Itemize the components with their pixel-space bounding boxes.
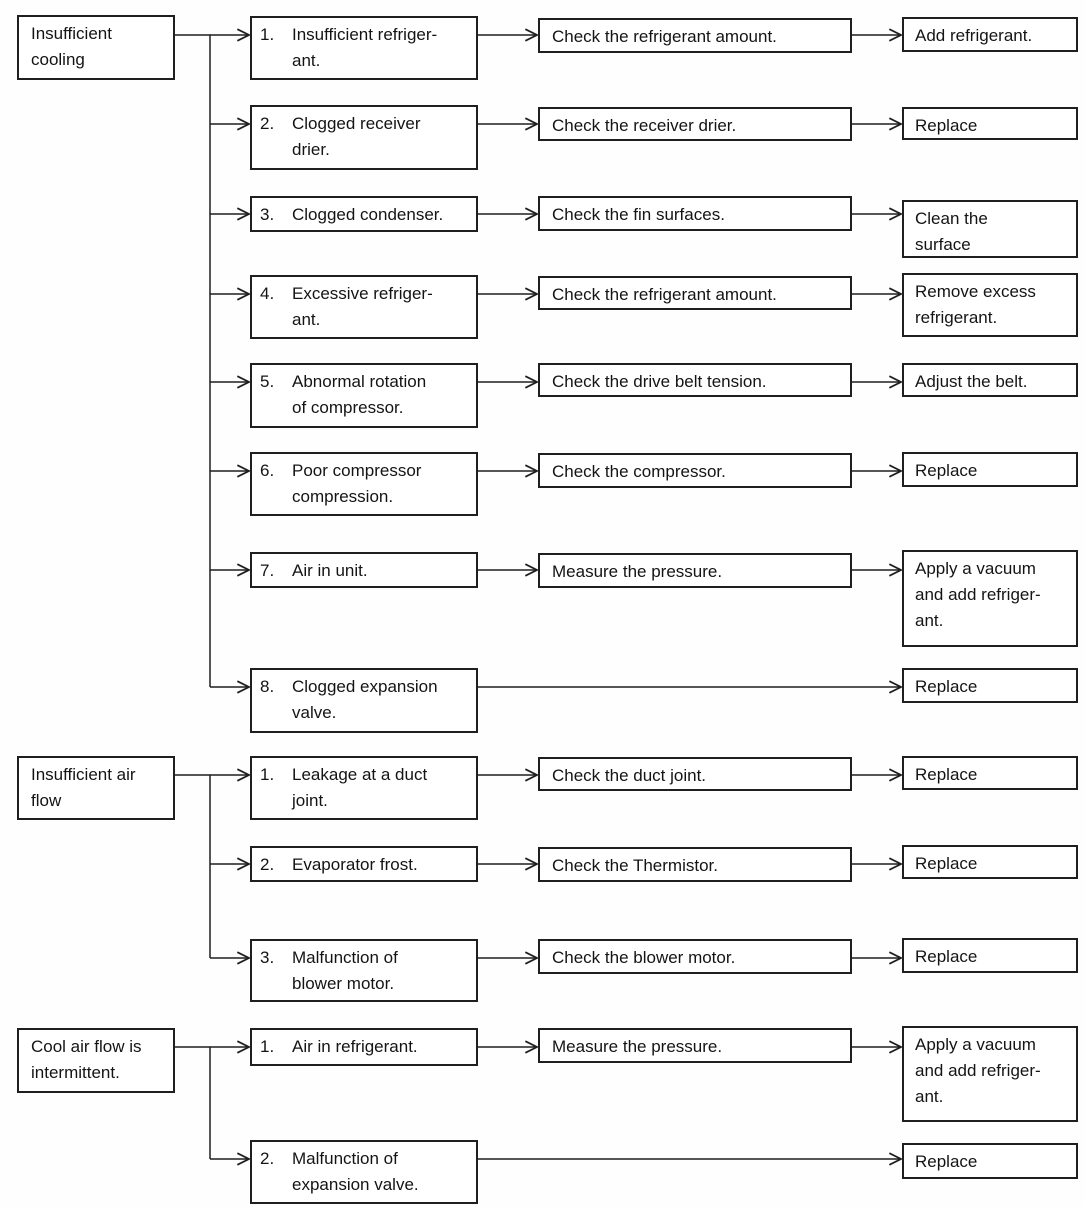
flow2-connector-group xyxy=(175,775,901,958)
cause-number: 6. xyxy=(260,461,275,480)
flow1-connector-group xyxy=(175,35,901,687)
cause-box-abnormal-rotation-compressor: 5. Abnormal rotation of compressor. xyxy=(250,363,478,428)
check-label: Check the refrigerant amount. xyxy=(552,285,777,304)
remedy-box-replace-blower-motor: Replace xyxy=(902,938,1078,973)
check-box-measure-pressure: Measure the pressure. xyxy=(538,553,852,588)
cause-box-malfunction-expansion-valve: 2. Malfunction of expansion valve. xyxy=(250,1140,478,1204)
check-label: Check the duct joint. xyxy=(552,766,707,785)
problem-box-insufficient-cooling: Insufficient cooling xyxy=(17,15,175,80)
problem-label: Cool air flow is intermittent. xyxy=(31,1037,142,1082)
problem-label: Insufficient air flow xyxy=(31,765,136,810)
check-label: Check the drive belt tension. xyxy=(552,372,767,391)
remedy-label: Add refrigerant. xyxy=(915,26,1033,45)
check-label: Check the fin surfaces. xyxy=(552,205,725,224)
cause-label: Abnormal rotation of compressor. xyxy=(292,372,427,417)
check-box-blower-motor: Check the blower motor. xyxy=(538,939,852,974)
cause-number: 4. xyxy=(260,284,275,303)
check-box-drive-belt-tension: Check the drive belt tension. xyxy=(538,363,852,397)
cause-box-leakage-duct-joint: 1. Leakage at a duct joint. xyxy=(250,756,478,820)
cause-box-insufficient-refrigerant: 1. Insufficient refriger- ant. xyxy=(250,16,478,80)
check-box-duct-joint: Check the duct joint. xyxy=(538,757,852,791)
cause-box-evaporator-frost: 2. Evaporator frost. xyxy=(250,846,478,882)
cause-number: 3. xyxy=(260,948,275,967)
check-label: Check the blower motor. xyxy=(552,948,736,967)
cause-box-clogged-receiver-drier: 2. Clogged receiver drier. xyxy=(250,105,478,170)
check-label: Check the compressor. xyxy=(552,462,726,481)
remedy-box-adjust-belt: Adjust the belt. xyxy=(902,363,1078,397)
check-label: Check the receiver drier. xyxy=(552,116,737,135)
check-label: Measure the pressure. xyxy=(552,562,723,581)
cause-number: 1. xyxy=(260,765,275,784)
remedy-label: Replace xyxy=(915,947,978,966)
cause-number: 5. xyxy=(260,372,275,391)
remedy-box-add-refrigerant: Add refrigerant. xyxy=(902,17,1078,52)
check-box-refrigerant-amount: Check the refrigerant amount. xyxy=(538,18,852,53)
remedy-label: Replace xyxy=(915,116,978,135)
cause-label: Excessive refriger- ant. xyxy=(292,284,433,329)
check-box-measure-pressure-2: Measure the pressure. xyxy=(538,1028,852,1063)
cause-number: 1. xyxy=(260,1037,275,1056)
cause-label: Malfunction of expansion valve. xyxy=(292,1149,419,1194)
flow3-connector-group xyxy=(175,1047,901,1159)
cause-number: 1. xyxy=(260,25,275,44)
problem-box-insufficient-air-flow: Insufficient air flow xyxy=(17,756,175,820)
check-box-fin-surfaces: Check the fin surfaces. xyxy=(538,196,852,231)
cause-number: 2. xyxy=(260,1149,275,1168)
cause-box-malfunction-blower-motor: 3. Malfunction of blower motor. xyxy=(250,939,478,1002)
remedy-label: Adjust the belt. xyxy=(915,372,1028,391)
check-label: Check the refrigerant amount. xyxy=(552,27,777,46)
remedy-label: Replace xyxy=(915,854,978,873)
remedy-label: Apply a vacuum and add refriger- ant. xyxy=(915,559,1041,630)
remedy-box-clean-surface: Clean the surface xyxy=(902,200,1078,258)
check-box-thermistor: Check the Thermistor. xyxy=(538,847,852,882)
cause-box-poor-compressor-compression: 6. Poor compressor compression. xyxy=(250,452,478,516)
remedy-box-replace-thermistor: Replace xyxy=(902,845,1078,879)
problem-box-cool-air-intermittent: Cool air flow is intermittent. xyxy=(17,1028,175,1093)
cause-label: Evaporator frost. xyxy=(292,855,418,874)
remedy-label: Clean the surface xyxy=(915,209,988,254)
cause-label: Air in refrigerant. xyxy=(292,1037,418,1056)
remedy-label: Replace xyxy=(915,1152,978,1171)
cause-box-air-in-unit: 7. Air in unit. xyxy=(250,552,478,588)
remedy-label: Apply a vacuum and add refriger- ant. xyxy=(915,1035,1041,1106)
remedy-label: Remove excess refrigerant. xyxy=(915,282,1036,327)
remedy-box-vacuum-add-refrigerant-2: Apply a vacuum and add refriger- ant. xyxy=(902,1026,1078,1122)
cause-label: Insufficient refriger- ant. xyxy=(292,25,438,70)
cause-label: Clogged receiver drier. xyxy=(292,114,421,159)
cause-label: Poor compressor compression. xyxy=(292,461,422,506)
cause-box-clogged-expansion-valve: 8. Clogged expansion valve. xyxy=(250,668,478,733)
cause-label: Clogged expansion valve. xyxy=(292,677,438,722)
cause-box-air-in-refrigerant: 1. Air in refrigerant. xyxy=(250,1028,478,1066)
check-box-compressor: Check the compressor. xyxy=(538,453,852,488)
cause-number: 8. xyxy=(260,677,275,696)
cause-number: 2. xyxy=(260,114,275,133)
cause-label: Air in unit. xyxy=(292,561,368,580)
cause-label: Malfunction of blower motor. xyxy=(292,948,398,993)
cause-number: 3. xyxy=(260,205,275,224)
cause-box-clogged-condenser: 3. Clogged condenser. xyxy=(250,196,478,232)
remedy-box-replace-compressor: Replace xyxy=(902,452,1078,487)
remedy-box-replace-expansion-valve: Replace xyxy=(902,668,1078,703)
cause-number: 7. xyxy=(260,561,275,580)
cause-number: 2. xyxy=(260,855,275,874)
check-label: Check the Thermistor. xyxy=(552,856,718,875)
check-box-refrigerant-amount-2: Check the refrigerant amount. xyxy=(538,276,852,310)
remedy-box-replace-receiver-drier: Replace xyxy=(902,107,1078,140)
remedy-label: Replace xyxy=(915,461,978,480)
remedy-box-vacuum-add-refrigerant: Apply a vacuum and add refriger- ant. xyxy=(902,550,1078,647)
remedy-label: Replace xyxy=(915,677,978,696)
cause-box-excessive-refrigerant: 4. Excessive refriger- ant. xyxy=(250,275,478,339)
cause-label: Leakage at a duct joint. xyxy=(292,765,428,810)
remedy-box-remove-excess-refrigerant: Remove excess refrigerant. xyxy=(902,273,1078,337)
cause-label: Clogged condenser. xyxy=(292,205,444,224)
remedy-box-replace-expansion-valve-2: Replace xyxy=(902,1143,1078,1179)
check-label: Measure the pressure. xyxy=(552,1037,723,1056)
check-box-receiver-drier: Check the receiver drier. xyxy=(538,107,852,141)
problem-label: Insufficient cooling xyxy=(31,24,112,69)
remedy-box-replace-duct: Replace xyxy=(902,756,1078,790)
remedy-label: Replace xyxy=(915,765,978,784)
